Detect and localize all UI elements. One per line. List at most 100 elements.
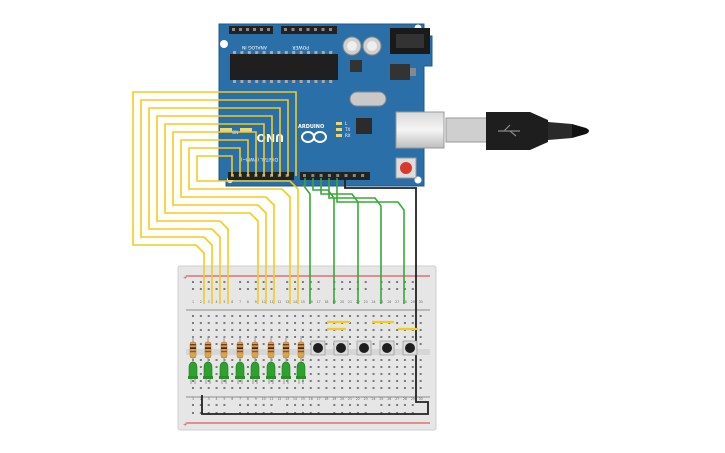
rail-hole xyxy=(262,281,265,283)
led-tx-label: TX xyxy=(344,127,350,132)
push-button[interactable] xyxy=(310,340,326,356)
chip-pin xyxy=(270,80,273,83)
breadboard-hole xyxy=(380,373,383,375)
breadboard-hole xyxy=(239,329,242,331)
breadboard-hole xyxy=(262,373,265,375)
push-button[interactable] xyxy=(402,340,418,356)
breadboard-hole xyxy=(411,366,414,368)
breadboard-hole xyxy=(246,322,249,324)
breadboard-hole xyxy=(207,359,210,361)
rail-hole xyxy=(380,412,383,414)
rail-hole xyxy=(364,412,367,414)
breadboard-hole xyxy=(325,336,328,338)
breadboard-hole xyxy=(380,315,383,317)
header-pin xyxy=(352,174,356,177)
breadboard-hole xyxy=(317,315,320,317)
breadboard-hole xyxy=(309,315,312,317)
resistor xyxy=(282,336,290,364)
rail-hole xyxy=(349,281,351,283)
digital-header-low xyxy=(300,172,370,180)
breadboard-hole xyxy=(325,380,328,382)
rail-hole xyxy=(286,288,289,290)
breadboard-hole xyxy=(262,380,265,382)
rail-hole xyxy=(388,281,391,283)
breadboard-hole xyxy=(403,373,406,375)
rail-hole xyxy=(294,288,297,290)
column-number: 6 xyxy=(231,300,233,304)
rail-hole xyxy=(239,288,242,290)
column-number: 9 xyxy=(255,397,257,401)
atmega-chip xyxy=(230,54,338,80)
breadboard-hole xyxy=(325,359,328,361)
analog-in-label: ANALOG IN xyxy=(242,44,267,50)
breadboard-hole xyxy=(262,315,265,317)
breadboard-hole xyxy=(419,336,422,338)
column-number: 2 xyxy=(200,300,202,304)
column-number: 25 xyxy=(379,397,383,401)
yellow-wire xyxy=(148,107,281,304)
breadboard-hole xyxy=(388,329,391,331)
column-number: 9 xyxy=(255,300,257,304)
breadboard-components xyxy=(188,320,418,384)
reset-button-cap[interactable] xyxy=(400,162,412,174)
breadboard-hole xyxy=(246,329,249,331)
rail-hole xyxy=(349,404,351,406)
breadboard-hole xyxy=(411,315,414,317)
breadboard-hole xyxy=(388,387,391,389)
chip-pin xyxy=(284,80,288,83)
chip-pin xyxy=(314,80,318,83)
column-number: 24 xyxy=(372,300,376,304)
breadboard-hole xyxy=(396,315,399,317)
breadboard-hole xyxy=(231,322,234,324)
header-pin xyxy=(321,28,325,31)
breadboard-hole xyxy=(278,336,281,338)
breadboard-hole xyxy=(396,366,399,368)
breadboard-hole xyxy=(364,380,367,382)
breadboard-hole xyxy=(254,315,257,317)
rail-hole xyxy=(396,412,399,414)
usb-b-receptacle xyxy=(395,111,445,149)
led-tx-indicator xyxy=(336,128,342,131)
column-number: 21 xyxy=(348,397,352,401)
breadboard-hole xyxy=(309,329,312,331)
breadboard-hole xyxy=(333,315,336,317)
column-number: 13 xyxy=(285,397,289,401)
breadboard-hole xyxy=(388,366,391,368)
breadboard-hole xyxy=(207,387,210,389)
breadboard-hole xyxy=(349,329,351,331)
rail-hole xyxy=(239,412,242,414)
breadboard-hole xyxy=(325,387,328,389)
breadboard-hole xyxy=(309,380,312,382)
breadboard-hole xyxy=(403,336,406,338)
column-number: 24 xyxy=(372,397,376,401)
rail-hole xyxy=(262,288,265,290)
rail-hole xyxy=(207,404,210,406)
breadboard-hole xyxy=(380,366,383,368)
push-button[interactable] xyxy=(379,340,395,356)
push-button[interactable] xyxy=(356,340,372,356)
rail-hole xyxy=(388,288,391,290)
usb-cable[interactable] xyxy=(445,112,589,150)
column-number: 28 xyxy=(403,300,407,304)
rail-hole xyxy=(294,404,297,406)
column-number: 18 xyxy=(324,397,328,401)
breadboard-hole xyxy=(231,380,234,382)
breadboard-hole xyxy=(278,329,281,331)
center-channel xyxy=(186,349,430,355)
breadboard-hole xyxy=(380,380,383,382)
rail-hole xyxy=(239,281,242,283)
rail-hole xyxy=(286,404,289,406)
breadboard-hole xyxy=(262,322,265,324)
header-pin xyxy=(329,28,332,31)
breadboard-hole xyxy=(403,322,406,324)
breadboard-hole xyxy=(231,336,234,338)
breadboard-hole xyxy=(294,387,297,389)
header-pin xyxy=(232,28,235,31)
header-pin xyxy=(267,28,270,31)
column-number: 17 xyxy=(317,300,321,304)
column-number: 4 xyxy=(216,300,218,304)
push-button[interactable] xyxy=(333,340,349,356)
breadboard-hole xyxy=(388,380,391,382)
breadboard-hole xyxy=(364,387,367,389)
